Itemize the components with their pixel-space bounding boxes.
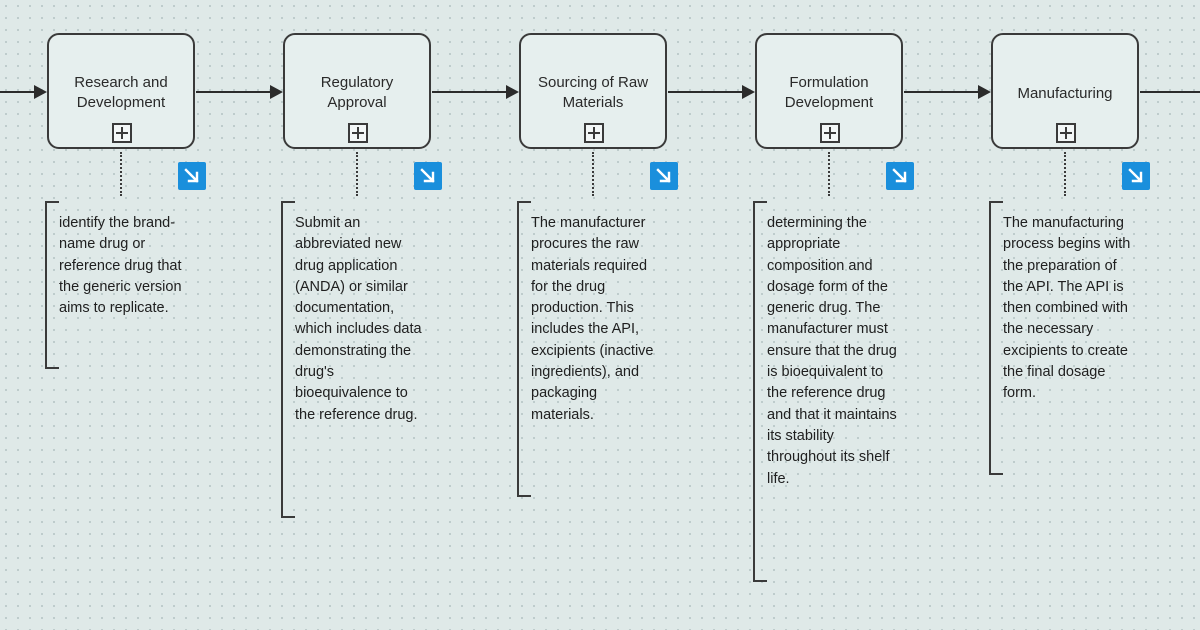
annotation-text: The manufacturer procures the raw materi… (531, 215, 654, 423)
flow-arrowhead-3-4 (742, 85, 755, 99)
annotation-association-line (356, 152, 358, 196)
text-annotation[interactable]: Submit an abbreviated new drug applicati… (281, 201, 422, 518)
text-annotation[interactable]: The manufacturing process begins with th… (989, 201, 1130, 475)
expand-plus-icon[interactable] (1056, 123, 1076, 143)
flow-line-3-4 (668, 91, 742, 93)
task-label: Research and Development (74, 74, 168, 111)
arrow-down-right-icon[interactable] (178, 162, 206, 190)
arrow-down-right-icon[interactable] (650, 162, 678, 190)
flow-line-2-3 (432, 91, 506, 93)
annotation-text: identify the brand-name drug or referenc… (59, 215, 182, 317)
task-research-and-development[interactable]: Research and Development (47, 33, 195, 149)
arrow-down-right-icon[interactable] (1122, 162, 1150, 190)
flow-arrowhead-1-2 (270, 85, 283, 99)
task-label: Formulation Development (784, 74, 874, 111)
task-manufacturing[interactable]: Manufacturing (991, 33, 1139, 149)
task-regulatory-approval[interactable]: Regulatory Approval (283, 33, 431, 149)
task-sourcing-of-raw-materials[interactable]: Sourcing of Raw Materials (519, 33, 667, 149)
expand-plus-icon[interactable] (820, 123, 840, 143)
expand-plus-icon[interactable] (112, 123, 132, 143)
annotation-text: The manufacturing process begins with th… (1003, 215, 1131, 402)
annotation-association-line (1064, 152, 1066, 196)
annotation-association-line (120, 152, 122, 196)
flow-line-4-5 (904, 91, 978, 93)
expand-plus-icon[interactable] (348, 123, 368, 143)
incoming-flow-arrowhead (34, 85, 47, 99)
task-label: Regulatory Approval (320, 74, 394, 111)
annotation-text: Submit an abbreviated new drug applicati… (295, 215, 422, 423)
task-label: Manufacturing (1017, 85, 1113, 102)
flow-line-1-2 (196, 91, 270, 93)
annotation-association-line (828, 152, 830, 196)
annotation-association-line (592, 152, 594, 196)
annotation-text: determining the appropriate composition … (767, 215, 897, 487)
outgoing-flow-line (1140, 91, 1200, 93)
task-formulation-development[interactable]: Formulation Development (755, 33, 903, 149)
text-annotation[interactable]: identify the brand-name drug or referenc… (45, 201, 182, 369)
flow-arrowhead-2-3 (506, 85, 519, 99)
arrow-down-right-icon[interactable] (414, 162, 442, 190)
text-annotation[interactable]: The manufacturer procures the raw materi… (517, 201, 654, 497)
incoming-flow-line (0, 91, 34, 93)
arrow-down-right-icon[interactable] (886, 162, 914, 190)
expand-plus-icon[interactable] (584, 123, 604, 143)
flow-arrowhead-4-5 (978, 85, 991, 99)
task-label: Sourcing of Raw Materials (537, 74, 649, 111)
text-annotation[interactable]: determining the appropriate composition … (753, 201, 897, 582)
